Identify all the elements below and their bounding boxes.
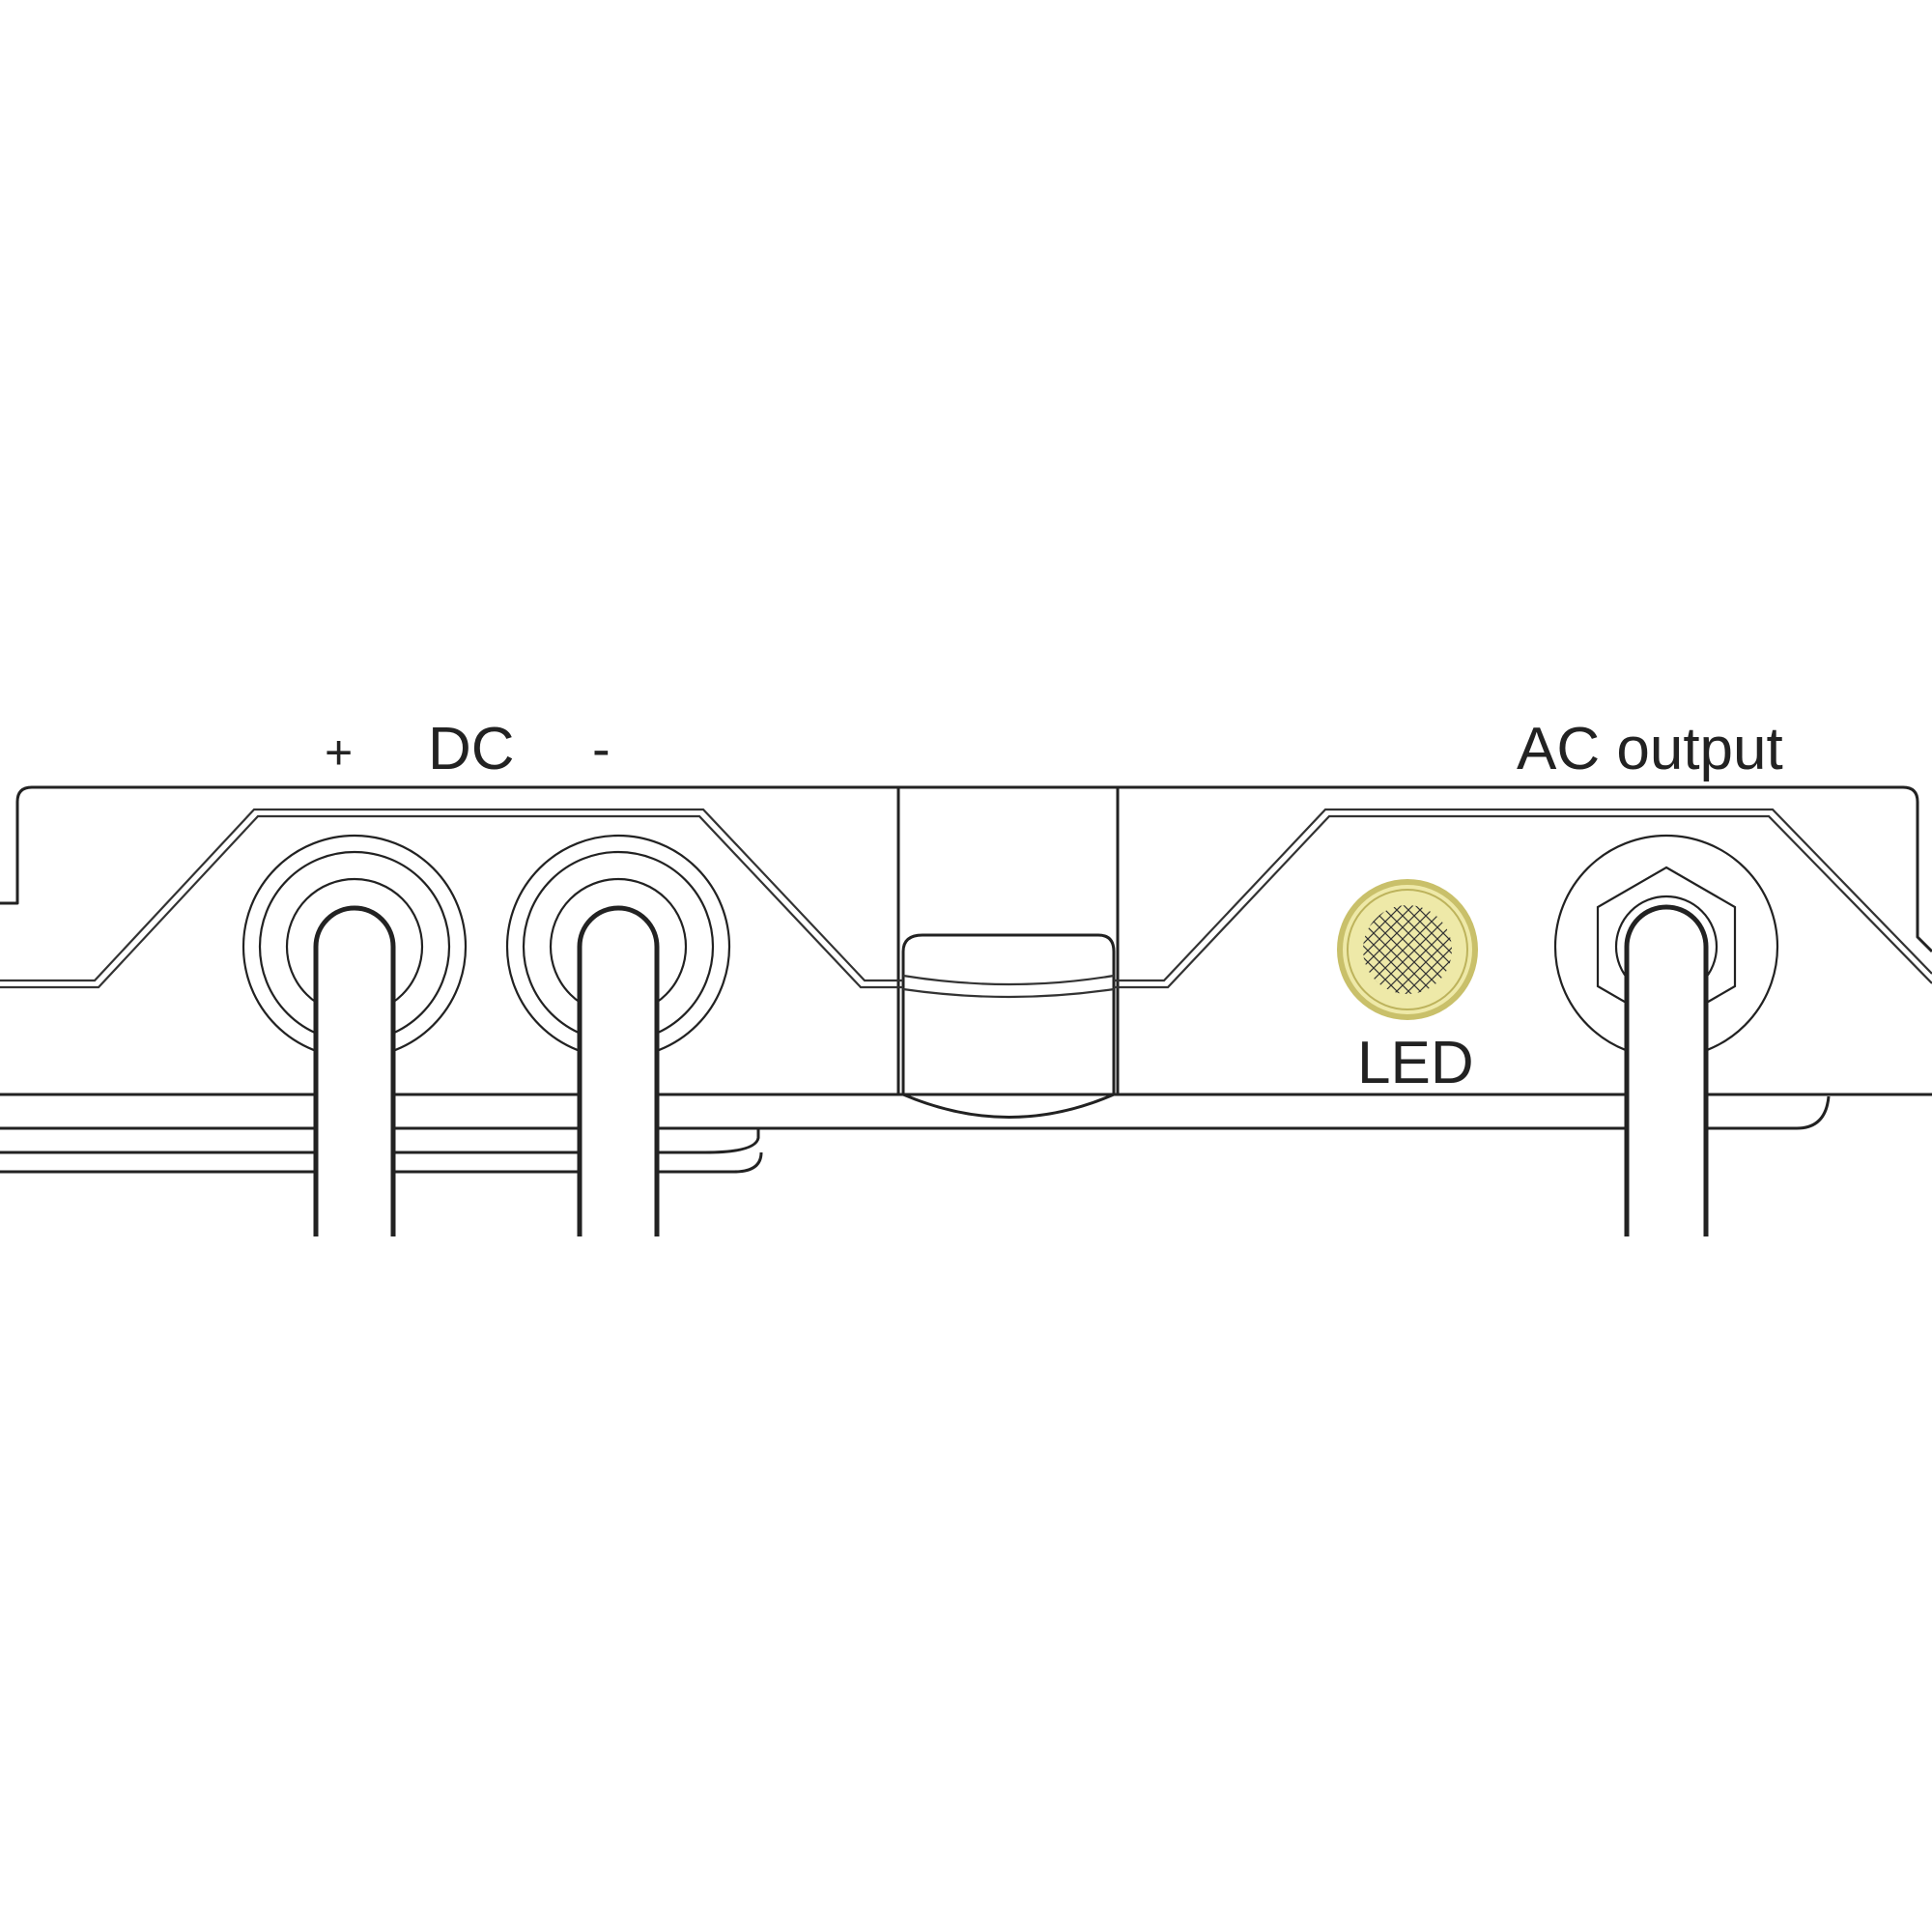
dc-label: DC bbox=[428, 716, 515, 782]
center-tab bbox=[901, 933, 1116, 1094]
left-recess bbox=[0, 808, 1115, 999]
housing-base-lip bbox=[0, 1095, 1831, 1130]
ac-output-label: AC output bbox=[1517, 716, 1783, 782]
dc-plus-cable bbox=[313, 905, 396, 1236]
dc-minus-label: - bbox=[592, 718, 611, 779]
dc-plus-label: + bbox=[325, 725, 354, 780]
led-indicator-icon bbox=[1337, 879, 1478, 1020]
housing-outline bbox=[0, 785, 1932, 953]
ac-output-cable bbox=[1624, 904, 1709, 1236]
housing-foot-left bbox=[0, 1128, 760, 1154]
housing-foot-left-inner bbox=[0, 1151, 763, 1174]
dc-minus-cable bbox=[577, 905, 660, 1236]
center-tab-bottom bbox=[902, 1093, 1115, 1119]
led-label: LED bbox=[1357, 1030, 1474, 1096]
right-recess bbox=[1114, 808, 1932, 989]
center-cover bbox=[896, 787, 1120, 1094]
